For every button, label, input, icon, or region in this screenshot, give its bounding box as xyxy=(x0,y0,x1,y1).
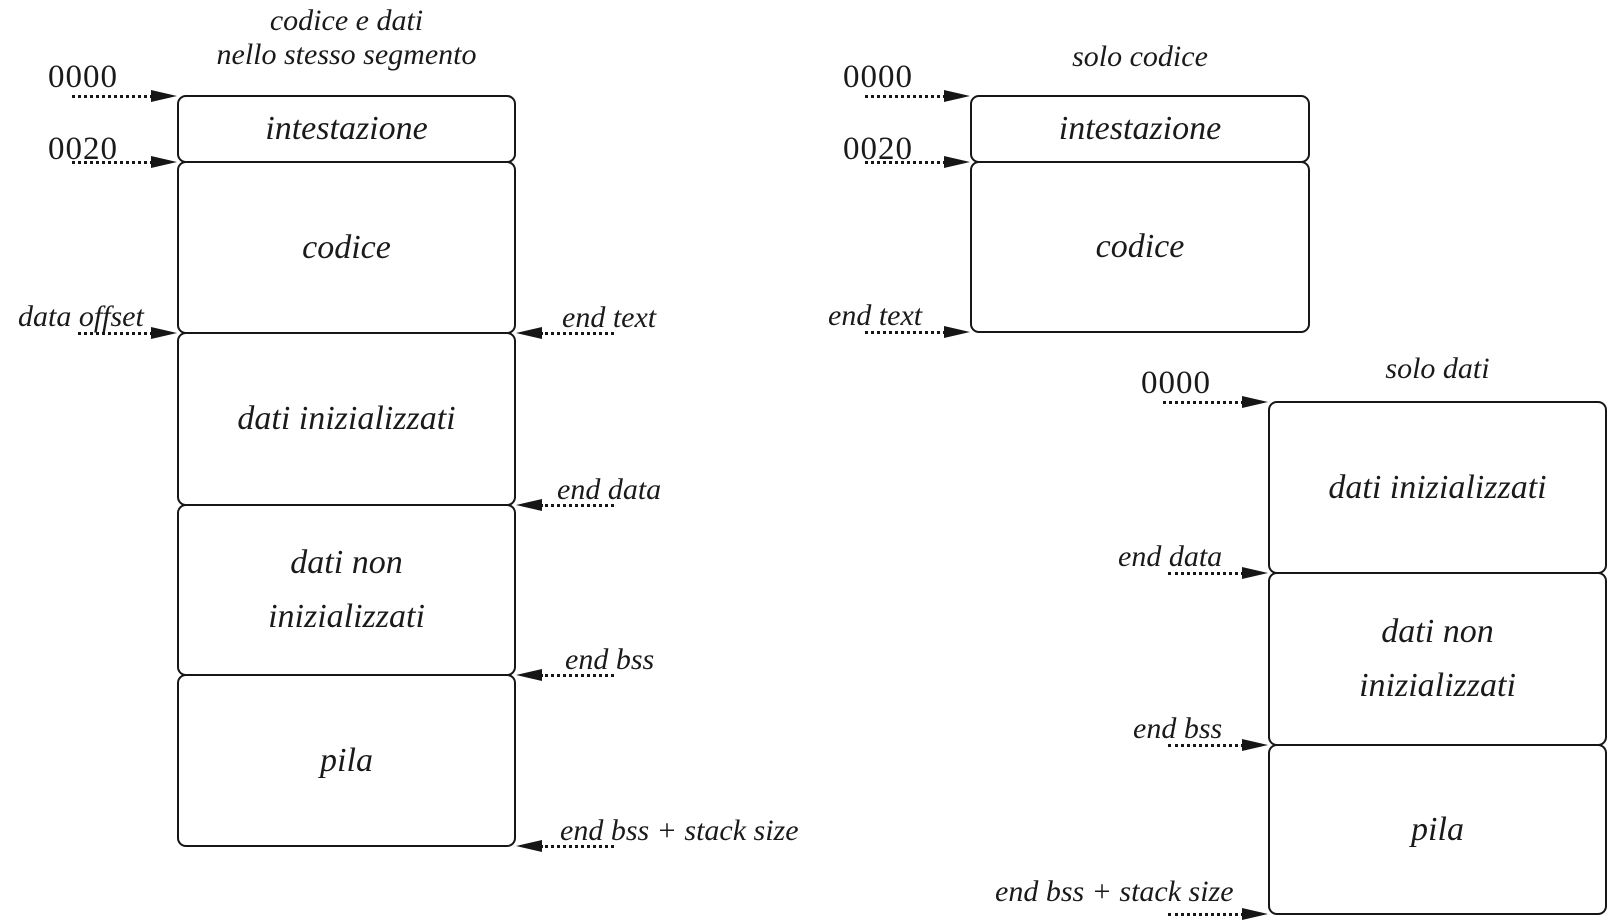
segment-label: intestazione xyxy=(1058,110,1222,147)
segment-label: codice xyxy=(1095,228,1185,265)
segment-box-dati-inizializzati: dati inizializzati xyxy=(177,332,516,506)
arrow-left-icon xyxy=(516,327,614,340)
segment-box-codice: codice xyxy=(177,161,516,334)
addr-label-0000: 0000 xyxy=(843,59,913,95)
segment-box-pila: pila xyxy=(1268,744,1607,915)
arrow-right-icon xyxy=(1168,739,1268,752)
segment-box-pila: pila xyxy=(177,674,516,847)
segment-box-dati-non-inizializzati: dati non inizializzati xyxy=(177,504,516,676)
segment-label-line2: inizializzati xyxy=(268,598,425,635)
addr-label-0000: 0000 xyxy=(1141,365,1211,401)
diagram-combined-title: codice e dati nello stesso segmento xyxy=(177,4,516,72)
segment-box-intestazione: intestazione xyxy=(970,95,1310,163)
segment-label: codice xyxy=(302,228,391,266)
marker-end-text: end text xyxy=(562,301,657,334)
arrow-right-icon xyxy=(1163,396,1268,409)
arrow-right-icon xyxy=(1168,908,1268,921)
marker-end-data: end data xyxy=(1118,540,1223,573)
marker-end-bss-stack-size: end bss + stack size xyxy=(560,814,799,847)
segment-label: pila xyxy=(320,741,373,779)
segment-label: intestazione xyxy=(265,110,428,147)
marker-end-data: end data xyxy=(557,473,662,506)
arrow-right-icon xyxy=(78,327,177,340)
segment-box-dati-inizializzati: dati inizializzati xyxy=(1268,401,1607,574)
arrow-right-icon xyxy=(1168,567,1268,580)
arrow-right-icon xyxy=(865,156,970,169)
marker-end-bss: end bss xyxy=(565,643,655,676)
arrow-left-icon xyxy=(516,840,614,853)
arrow-right-icon xyxy=(865,326,970,339)
arrow-right-icon xyxy=(72,156,177,169)
marker-data-offset: data offset xyxy=(18,300,144,333)
diagram-combined-title-line2: nello stesso segmento xyxy=(216,38,477,71)
segment-label: dati inizializzati xyxy=(237,400,456,437)
marker-end-bss: end bss xyxy=(1133,712,1223,745)
addr-label-0000: 0000 xyxy=(48,59,118,95)
arrow-right-icon xyxy=(865,90,970,103)
segment-label: pila xyxy=(1411,810,1464,848)
marker-end-bss-stack-size: end bss + stack size xyxy=(995,875,1234,908)
marker-end-text: end text xyxy=(828,299,923,332)
diagram-combined-title-line1: codice e dati xyxy=(269,4,424,37)
segment-box-codice: codice xyxy=(970,161,1310,333)
arrow-left-icon xyxy=(516,669,614,682)
segment-box-dati-non-inizializzati: dati non inizializzati xyxy=(1268,572,1607,746)
arrow-left-icon xyxy=(516,499,614,512)
diagram-code-only-title: solo codice xyxy=(1072,40,1208,73)
segment-label-line1: dati non xyxy=(1381,613,1494,650)
segment-box-intestazione: intestazione xyxy=(177,95,516,163)
segment-label-line1: dati non xyxy=(290,544,403,581)
diagram-data-only-title: solo dati xyxy=(1385,352,1490,385)
segment-label: dati inizializzati xyxy=(1328,468,1547,506)
segment-label-line2: inizializzati xyxy=(1359,667,1516,704)
arrow-right-icon xyxy=(72,90,177,103)
